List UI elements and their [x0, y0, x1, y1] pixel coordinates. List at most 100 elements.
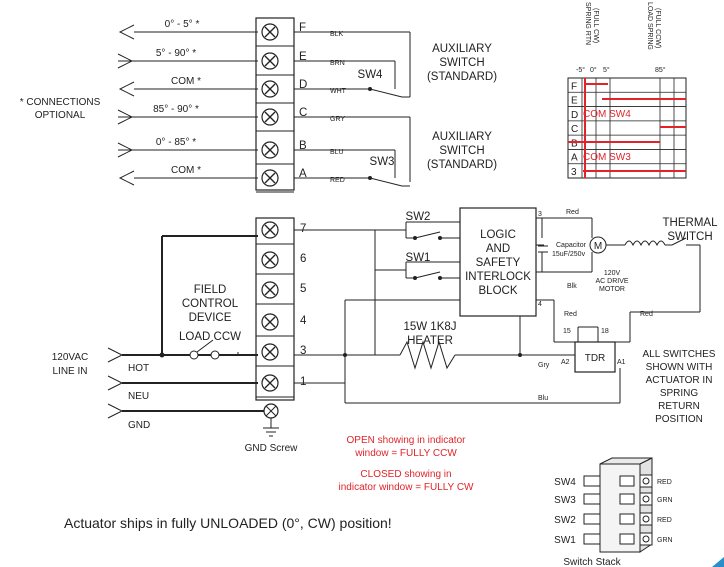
stack-sw4: SW4 RED: [554, 474, 672, 488]
thermal-2: SWITCH: [667, 231, 712, 243]
closed-note-2: indicator window = FULLY CW: [339, 482, 475, 493]
wire-blu: Blu: [538, 395, 548, 402]
all-switches-4: SPRING: [660, 388, 699, 399]
aux-switch-top-1: AUXILIARY: [432, 43, 492, 55]
sw1-label: SW1: [406, 252, 431, 264]
stack-label-sw4: SW4: [554, 477, 576, 488]
com-sw4: COM SW4: [583, 109, 631, 120]
motor-icon: [589, 236, 607, 254]
scale-m5: -5°: [576, 66, 585, 74]
thermal-1: THERMAL: [663, 217, 719, 229]
logic-line-2: AND: [486, 243, 510, 255]
stack-color-sw3: GRN: [657, 497, 673, 504]
wire-red-2: Red: [564, 311, 577, 318]
stack-label-sw3: SW3: [554, 495, 576, 506]
terminal-number-5: 5: [300, 283, 306, 295]
timing-chart: SPRING RTN (FULL CW) LOAD SPRING (FULL C…: [567, 2, 687, 179]
all-switches-5: RETURN: [658, 401, 700, 412]
wire-color-b: BLU: [330, 149, 344, 156]
logic-pin-4: 4: [538, 301, 542, 308]
logic-block: [459, 207, 537, 317]
timing-row-f: F: [571, 81, 577, 92]
scale-85: 85°: [655, 66, 666, 74]
terminal-letter-f: F: [299, 22, 306, 34]
wire-color-e: BRN: [330, 60, 345, 67]
ships-note: Actuator ships in fully UNLOADED (0°, CW…: [64, 515, 392, 531]
tdr-a1: A1: [617, 359, 626, 366]
timing-header-left-1: SPRING RTN: [584, 2, 591, 45]
wire-blk: Blk: [567, 283, 577, 290]
wire-color-c: GRY: [330, 116, 345, 123]
terminal-number-1: 1: [300, 376, 306, 388]
sw3-label: SW3: [370, 156, 395, 168]
timing-row-3: 3: [571, 167, 577, 178]
aux-switch-bot-1: AUXILIARY: [432, 131, 492, 143]
neu-label: NEU: [128, 391, 149, 402]
range-b: 0° - 85° *: [156, 137, 196, 148]
field-device-1: FIELD: [194, 284, 227, 296]
terminal-letter-a: A: [299, 168, 307, 180]
terminal-letter-d: D: [299, 79, 307, 91]
timing-row-a: A: [571, 153, 578, 164]
motor-1: 120V: [604, 270, 621, 277]
stack-color-sw1: GRN: [657, 537, 673, 544]
top-left-wires: [117, 24, 258, 186]
line-in-wiring: [107, 235, 279, 437]
all-switches-6: POSITION: [655, 414, 703, 425]
terminal-letter-b: B: [299, 140, 307, 152]
capacitor-1: Capacitor: [556, 242, 587, 249]
stack-color-sw4: RED: [657, 479, 672, 486]
terminal-number-3: 3: [300, 345, 306, 357]
timing-row-d: D: [571, 110, 578, 121]
open-note-2: window = FULLY CCW: [354, 448, 457, 459]
tdr-box: [574, 341, 616, 373]
logic-line-1: LOGIC: [480, 229, 516, 241]
closed-note-1: CLOSED showing in: [360, 469, 451, 480]
range-f: 0° - 5° *: [165, 19, 200, 30]
terminal-strip-bottom: [255, 217, 295, 401]
wire-color-f: BLK: [330, 31, 344, 38]
all-switches-1: ALL SWITCHES: [643, 349, 716, 360]
screw-4: [261, 313, 279, 331]
tdr-a2: A2: [561, 359, 570, 366]
timing-row-b: B: [571, 138, 578, 149]
logic-pin-3: 3: [538, 211, 542, 218]
range-a: COM *: [171, 165, 201, 176]
screw-e: [261, 52, 279, 70]
screw-c: [261, 108, 279, 126]
scale-0: 0°: [590, 66, 597, 74]
screw-6: [261, 251, 279, 269]
screw-f: [261, 23, 279, 41]
screw-a: [261, 169, 279, 187]
capacitor-2: 15uF/250v: [552, 251, 586, 258]
wire-color-d: WHT: [330, 88, 347, 95]
field-device-2: CONTROL: [182, 298, 239, 310]
logic-line-5: BLOCK: [479, 285, 518, 297]
screw-b: [261, 141, 279, 159]
tdr-label: TDR: [585, 353, 606, 364]
motor-symbol: M: [594, 241, 602, 252]
aux-switch-top-2: SWITCH: [439, 57, 484, 69]
wire-gry: Gry: [538, 362, 550, 369]
terminal-number-7: 7: [300, 223, 306, 235]
connections-note-1: * CONNECTIONS: [20, 97, 101, 108]
range-d: COM *: [171, 76, 201, 87]
line-in-1: 120VAC: [52, 352, 89, 363]
line-in-2: LINE IN: [52, 366, 87, 377]
corner-mark: [712, 557, 724, 567]
logic-line-3: SAFETY: [476, 257, 521, 269]
field-device-3: DEVICE: [189, 312, 232, 324]
heater-1: 15W 1K8J: [403, 321, 456, 333]
sw4-label: SW4: [358, 69, 384, 81]
hot-label: HOT: [128, 363, 149, 374]
stack-label-sw2: SW2: [554, 515, 576, 526]
tdr-15: 15: [563, 328, 571, 335]
terminal-number-6: 6: [300, 253, 306, 265]
timing-row-c: C: [571, 124, 578, 135]
motor-2: AC DRIVE: [595, 278, 628, 285]
terminal-letter-c: C: [299, 107, 307, 119]
